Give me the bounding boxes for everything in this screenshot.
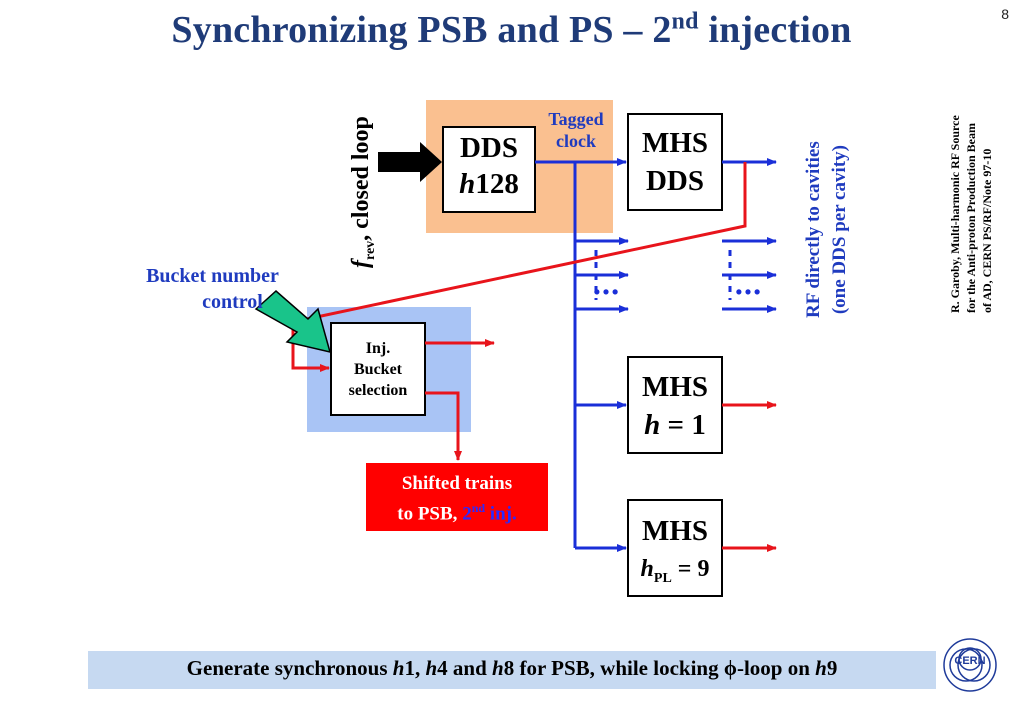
page-number: 8: [1001, 6, 1009, 22]
mhs-dds-label: MHS DDS: [641, 127, 709, 197]
rf-cavities-label: RF directly to cavities (one DDS per cav…: [803, 141, 850, 318]
bucket-control-arrow: [254, 289, 332, 354]
dashed-parallel-indicators: [594, 250, 732, 300]
footer-banner: Generate synchronous h1, h4 and h8 for P…: [88, 651, 936, 689]
mhs-hpl-label: MHS hPL = 9: [640, 515, 710, 586]
tagged-clock-lines: [535, 158, 777, 552]
tagged-clock-label: Tagged clock: [548, 109, 604, 151]
bucket-number-label: Bucket number control: [146, 265, 279, 313]
inj-bucket-label: Inj. Bucket selection: [348, 340, 408, 399]
frev-input-arrow: [378, 142, 442, 182]
cern-logo: [943, 638, 997, 692]
ellipsis-left: …: [592, 268, 620, 301]
inj-bucket-box: [330, 322, 426, 416]
dds-h128-label: DDS h128: [459, 132, 519, 200]
cern-logo-text: CERN: [954, 655, 986, 667]
frev-closed-loop-label: frev, closed loop: [348, 116, 378, 268]
mhs-h1-label: MHS h = 1: [641, 371, 709, 441]
reference-note: R. Garoby, Multi-harmonic RF Source for …: [948, 115, 994, 313]
slide-title: Synchronizing PSB and PS – 2nd injection: [171, 8, 852, 51]
shifted-trains-label: Shifted trains to PSB, 2nd inj.: [366, 463, 548, 531]
footer-text: Generate synchronous h1, h4 and h8 for P…: [186, 656, 838, 680]
ellipsis-right: …: [734, 268, 762, 301]
dds-h128-box: [442, 126, 536, 213]
